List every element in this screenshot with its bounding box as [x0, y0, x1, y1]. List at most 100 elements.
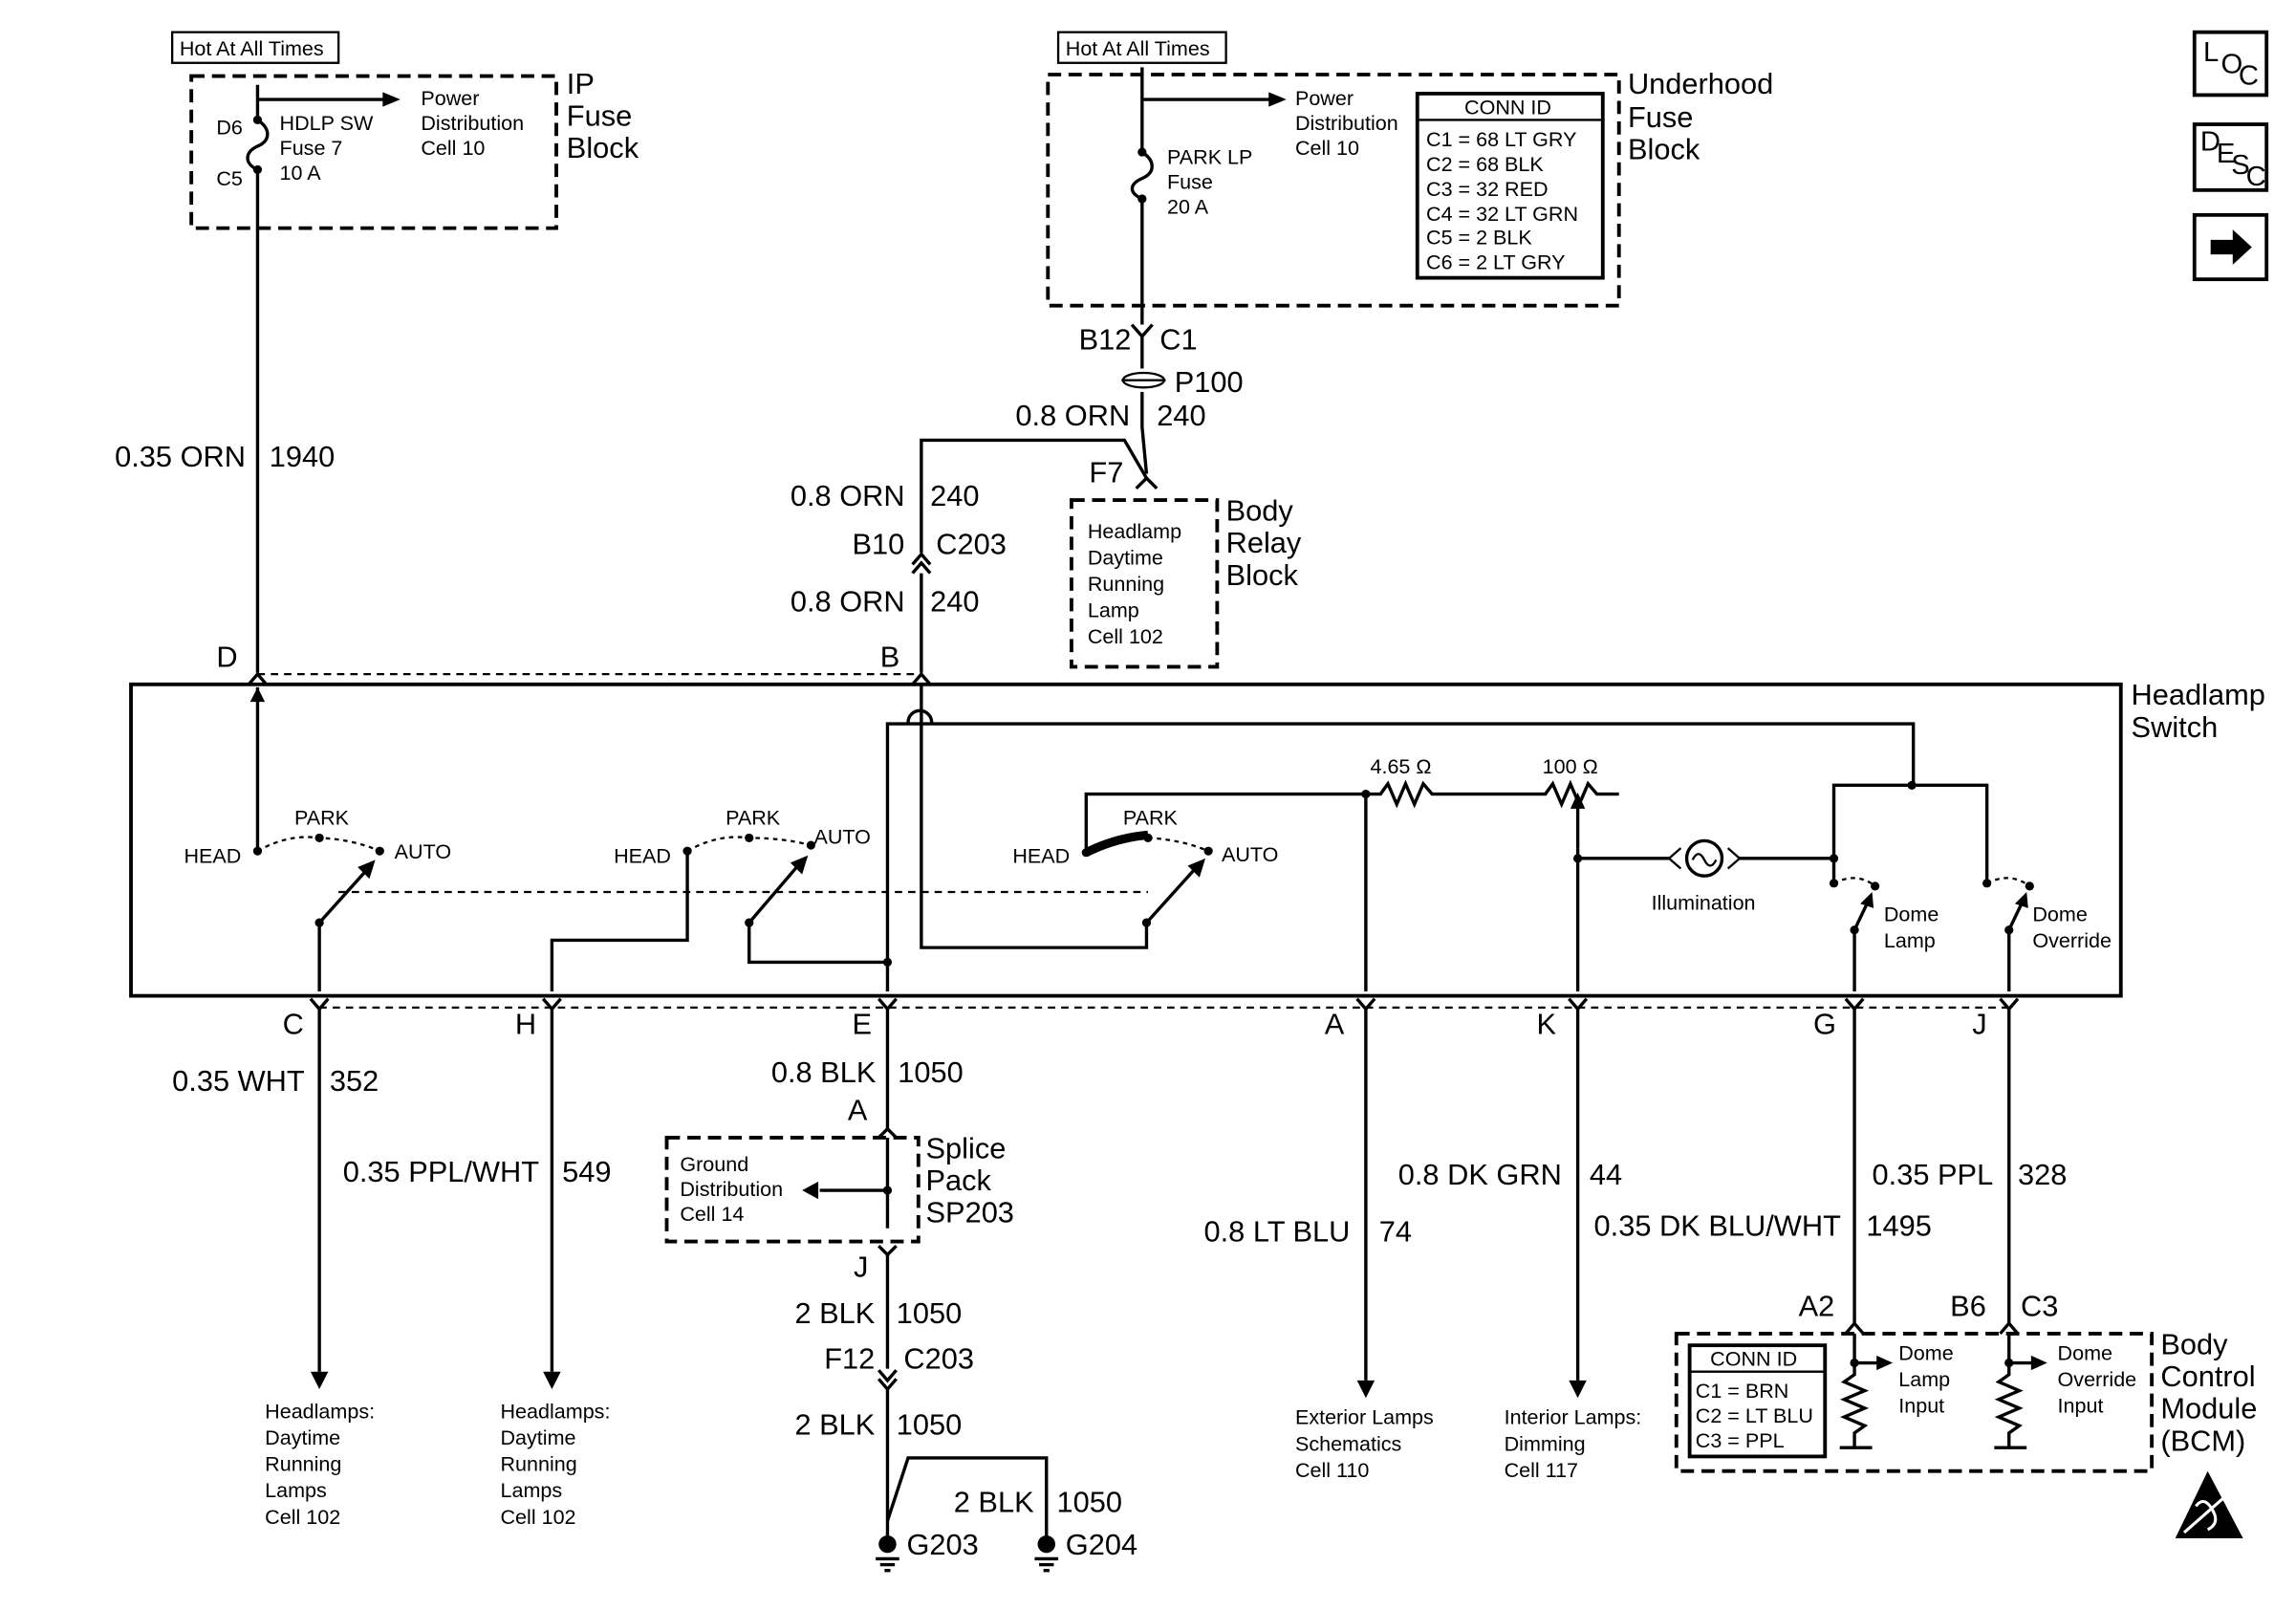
resistor-100-label: 100 Ω — [1543, 755, 1598, 778]
relay-pin-f7: F7 — [1089, 456, 1123, 490]
wire-240b-color: 0.8 ORN — [791, 479, 905, 512]
uh-fuse-symbol — [1130, 150, 1154, 201]
c203-conn: C203 — [936, 528, 1007, 561]
desc-letter-c: C — [2246, 162, 2266, 192]
drl2-ref-4: Lamps — [501, 1479, 563, 1502]
sw3-park-label: PARK — [1123, 807, 1179, 830]
bcm-title-4: (BCM) — [2160, 1424, 2245, 1457]
relay-ref-5: Cell 102 — [1088, 625, 1163, 648]
body-relay-block-outline — [1070, 498, 1220, 669]
sw2-head-label: HEAD — [614, 844, 671, 867]
relay-ref-3: Running — [1088, 573, 1164, 596]
drl1-ref-3: Running — [265, 1453, 341, 1476]
wire-328-color: 0.35 PPL — [1873, 1158, 1994, 1191]
ground-g204-icon — [1034, 1534, 1059, 1573]
ip-fuse-block-title-2: Fuse — [567, 99, 632, 133]
splice-title-3: SP203 — [925, 1196, 1013, 1229]
sw1-head-label: HEAD — [184, 844, 241, 867]
uh-pin-b12: B12 — [1079, 323, 1132, 357]
wire-549-color: 0.35 PPL/WHT — [343, 1155, 540, 1188]
wire-1050b-num: 1050 — [897, 1296, 963, 1330]
switch-pin-c: C — [283, 1007, 304, 1040]
wire-352-color: 0.35 WHT — [172, 1064, 305, 1098]
ip-fuse-label-2: Fuse 7 — [280, 137, 343, 160]
switch-pin-j: J — [1972, 1007, 1986, 1040]
sw1-auto-label: AUTO — [395, 840, 451, 863]
uh-conn-c1: C1 = 68 LT GRY — [1426, 128, 1576, 151]
drl1-ref-5: Cell 102 — [265, 1506, 340, 1529]
next-arrow-button[interactable] — [2192, 212, 2269, 282]
headlamp-switch: Headlamp Switch D B HEAD PARK AUTO HEAD … — [129, 641, 2265, 1040]
uh-hot-label-box — [1056, 31, 1227, 64]
switch-pin-k: K — [1536, 1007, 1556, 1040]
switch-title-1: Headlamp — [2132, 678, 2265, 711]
ip-fuse-block-title-1: IP — [567, 67, 595, 100]
ip-hot-label: Hot At All Times — [180, 37, 324, 60]
uh-fuse-label-3: 20 A — [1167, 195, 1209, 218]
dome-lamp-input-3: Input — [1898, 1395, 1944, 1418]
ground-ref-2: Distribution — [680, 1178, 783, 1201]
bcm-pin-c3: C3 — [2021, 1290, 2058, 1323]
uh-title-2: Fuse — [1628, 100, 1693, 134]
wire-44-num: 44 — [1590, 1158, 1622, 1191]
dome-lamp-input-resistor — [1839, 1333, 1870, 1448]
wire-1495-color: 0.35 DK BLU/WHT — [1594, 1209, 1842, 1243]
sw3-auto-label: AUTO — [1222, 843, 1278, 866]
ip-fuse-block-outline — [189, 74, 558, 230]
loc-button[interactable]: L O C — [2192, 30, 2269, 98]
wire-1495-num: 1495 — [1866, 1209, 1932, 1243]
wire-1940-color: 0.35 ORN — [115, 440, 246, 473]
uh-power-ref-2: Distribution — [1295, 112, 1398, 135]
resistor-series — [1365, 779, 1619, 809]
ground-g203-label: G203 — [906, 1528, 978, 1561]
uh-title-1: Underhood — [1628, 67, 1773, 100]
bcm-title-2: Control — [2160, 1360, 2255, 1393]
splice-title-1: Splice — [925, 1131, 1006, 1164]
uh-title-3: Block — [1628, 133, 1700, 166]
wire-1050-g204 — [885, 1456, 1049, 1535]
desc-letter-d: D — [2200, 127, 2220, 158]
wire-328-num: 328 — [2018, 1158, 2067, 1191]
drl2-ref-3: Running — [501, 1453, 577, 1476]
uh-conn-c6: C6 = 2 LT GRY — [1426, 250, 1565, 273]
wire-1050a-color: 0.8 BLK — [771, 1055, 877, 1089]
headlamp-switch-outline — [129, 682, 2123, 998]
bcm-conn-c3: C3 = PPL — [1696, 1429, 1785, 1452]
underhood-fuse-block: Hot At All Times Underhood Fuse Block Po… — [1046, 31, 1773, 325]
ground-ref-1: Ground — [680, 1153, 748, 1176]
desc-button[interactable]: D E S C — [2192, 122, 2269, 192]
bcm-pin-a2: A2 — [1799, 1290, 1835, 1323]
dome-lamp-label-1: Dome — [1884, 903, 1939, 926]
drl2-ref-5: Cell 102 — [501, 1506, 576, 1529]
wire-1050c-num: 1050 — [897, 1408, 963, 1442]
esd-warning-icon — [2175, 1470, 2243, 1539]
ip-fuse-pin-out: C5 — [216, 167, 243, 190]
right-arrow-icon — [2210, 229, 2252, 265]
ip-hot-label-box — [170, 31, 340, 64]
wire-240c-num: 240 — [930, 584, 979, 618]
ground-ref-3: Cell 14 — [680, 1203, 744, 1226]
exterior-ref-3: Cell 110 — [1295, 1459, 1369, 1482]
dome-override-input-1: Dome — [2058, 1342, 2112, 1365]
c203-pin-b10: B10 — [853, 528, 905, 561]
uh-conn-id-title: CONN ID — [1464, 96, 1551, 119]
wire-1050a-num: 1050 — [898, 1055, 964, 1089]
interior-ref-2: Dimming — [1505, 1432, 1586, 1455]
bcm-pin-b6: B6 — [1950, 1290, 1986, 1323]
dome-override-input-3: Input — [2058, 1395, 2104, 1418]
sw2-park-label: PARK — [726, 807, 781, 830]
drl1-ref-1: Headlamps: — [265, 1401, 375, 1424]
dome-lamp-label-2: Lamp — [1884, 929, 1936, 952]
ground-g203-icon — [876, 1534, 899, 1573]
sw2-auto-label: AUTO — [813, 826, 870, 849]
connector-c203-symbol — [911, 552, 932, 566]
resistor-4-65-label: 4.65 Ω — [1371, 755, 1432, 778]
relay-ref-4: Lamp — [1088, 599, 1139, 622]
dome-override-label-1: Dome — [2032, 903, 2087, 926]
ip-power-ref-2: Distribution — [421, 112, 524, 135]
uh-conn-id-table — [1415, 91, 1605, 280]
p100-label: P100 — [1175, 365, 1244, 399]
splice-title-2: Pack — [925, 1164, 991, 1197]
bcm-conn-id-table — [1687, 1343, 1828, 1459]
